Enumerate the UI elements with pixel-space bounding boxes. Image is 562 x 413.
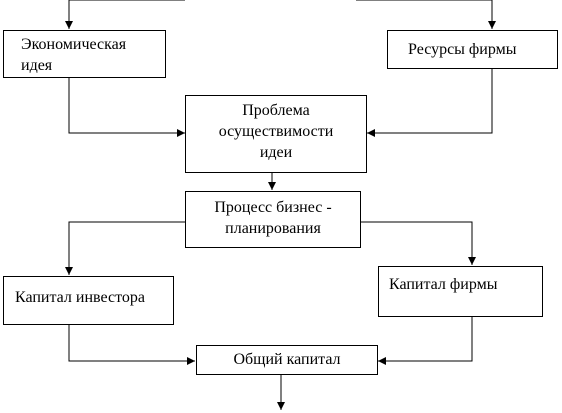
bplan-line2: планирования	[225, 220, 321, 237]
bplan-box: Процесс бизнес - планирования	[185, 191, 361, 248]
econ-idea-box: Экономическая идея	[3, 30, 166, 78]
firm-capital-box: Капитал фирмы	[378, 266, 543, 317]
investor-capital-box: Капитал инвестора	[3, 276, 174, 325]
total-capital-line1: Общий капитал	[233, 351, 341, 368]
bplan-line1: Процесс бизнес -	[214, 199, 332, 216]
arrow-top-to-resources	[356, 0, 496, 29]
feasibility-box: Проблема осуществимости идеи	[185, 95, 367, 173]
resources-box: Ресурсы фирмы	[387, 30, 558, 69]
econ-idea-line2: идея	[21, 57, 53, 74]
arrow-resources-to-feasibility	[367, 69, 493, 137]
arrow-top-to-econ-idea	[65, 0, 185, 29]
investor-capital-line1: Капитал инвестора	[15, 289, 145, 306]
arrow-bplan-to-firm-capital	[361, 221, 476, 265]
total-capital-box: Общий капитал	[196, 345, 378, 375]
arrow-econ-idea-to-feasibility	[68, 78, 185, 137]
resources-line1: Ресурсы фирмы	[408, 41, 517, 58]
feasibility-line2: осуществимости	[218, 123, 334, 140]
arrow-investor-capital-to-total	[68, 325, 195, 365]
feasibility-line1: Проблема	[242, 102, 310, 119]
arrow-firm-capital-to-total	[378, 317, 473, 365]
arrow-bplan-to-investor-capital	[65, 221, 185, 275]
firm-capital-line1: Капитал фирмы	[389, 276, 498, 293]
feasibility-line3: идеи	[259, 144, 293, 161]
econ-idea-line1: Экономическая	[21, 36, 127, 53]
